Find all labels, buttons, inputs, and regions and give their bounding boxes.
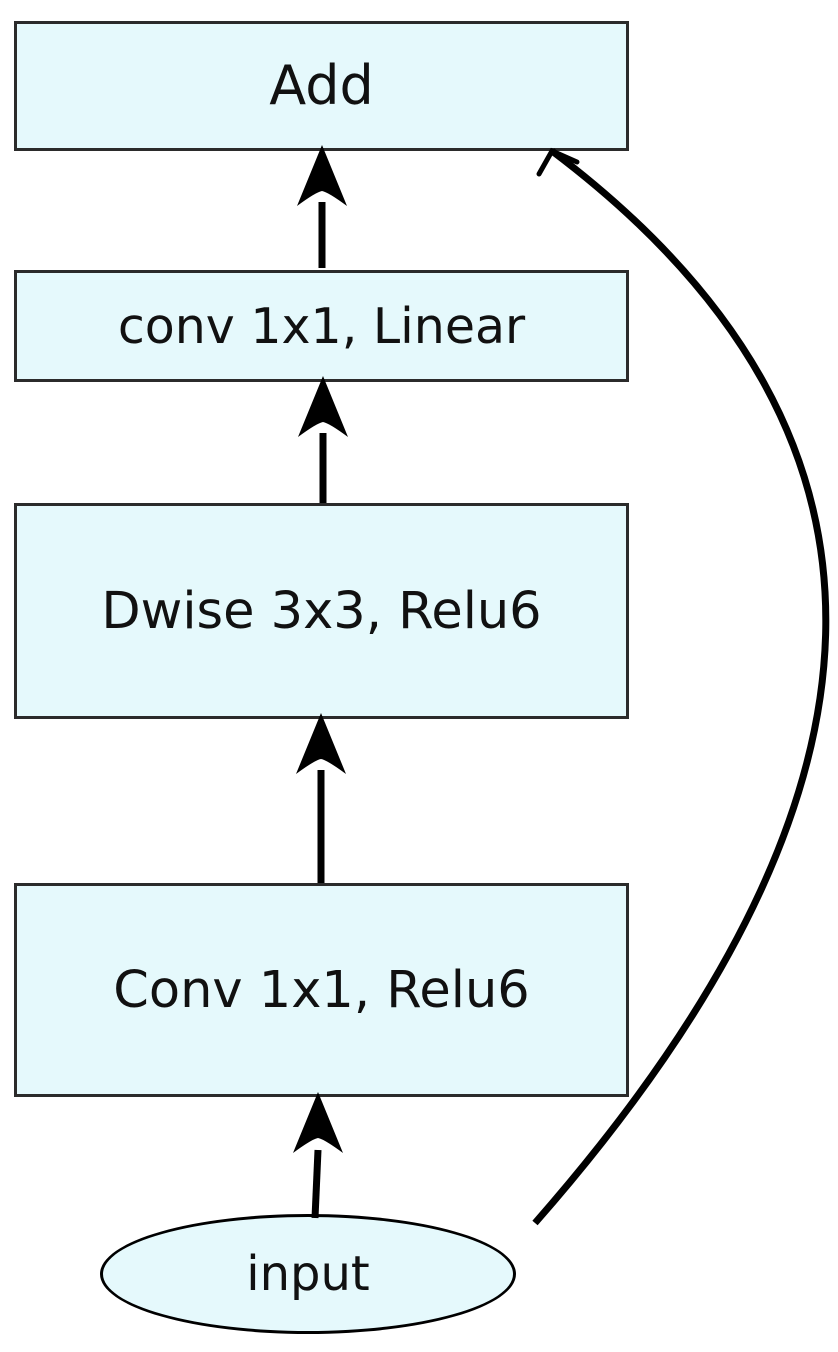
arrowhead-up-icon [298, 376, 348, 437]
arrowhead-up-icon [297, 145, 347, 206]
edge-conv-relu6-to-dwise [296, 713, 346, 883]
node-input: input [100, 1214, 516, 1334]
edge-conv-linear-to-add [297, 145, 347, 268]
node-conv-1x1-linear-label: conv 1x1, Linear [117, 297, 526, 355]
edge-input-to-conv-relu6-shaft [311, 1149, 322, 1219]
arrowhead-vee-icon [536, 147, 580, 177]
edge-input-to-conv-relu6 [293, 1092, 343, 1219]
arrowhead-up-icon [296, 713, 346, 774]
edge-dwise-to-conv-linear [298, 376, 348, 503]
node-add-label: Add [269, 54, 374, 117]
node-conv-1x1-relu6: Conv 1x1, Relu6 [14, 883, 629, 1097]
node-dwise-3x3-relu6: Dwise 3x3, Relu6 [14, 503, 629, 719]
node-input-label: input [246, 1246, 370, 1302]
node-conv-1x1-linear: conv 1x1, Linear [14, 270, 629, 382]
node-conv-1x1-relu6-label: Conv 1x1, Relu6 [113, 960, 530, 1020]
node-add: Add [14, 21, 629, 151]
node-dwise-3x3-relu6-label: Dwise 3x3, Relu6 [101, 581, 542, 641]
arrowhead-up-icon [293, 1092, 343, 1153]
